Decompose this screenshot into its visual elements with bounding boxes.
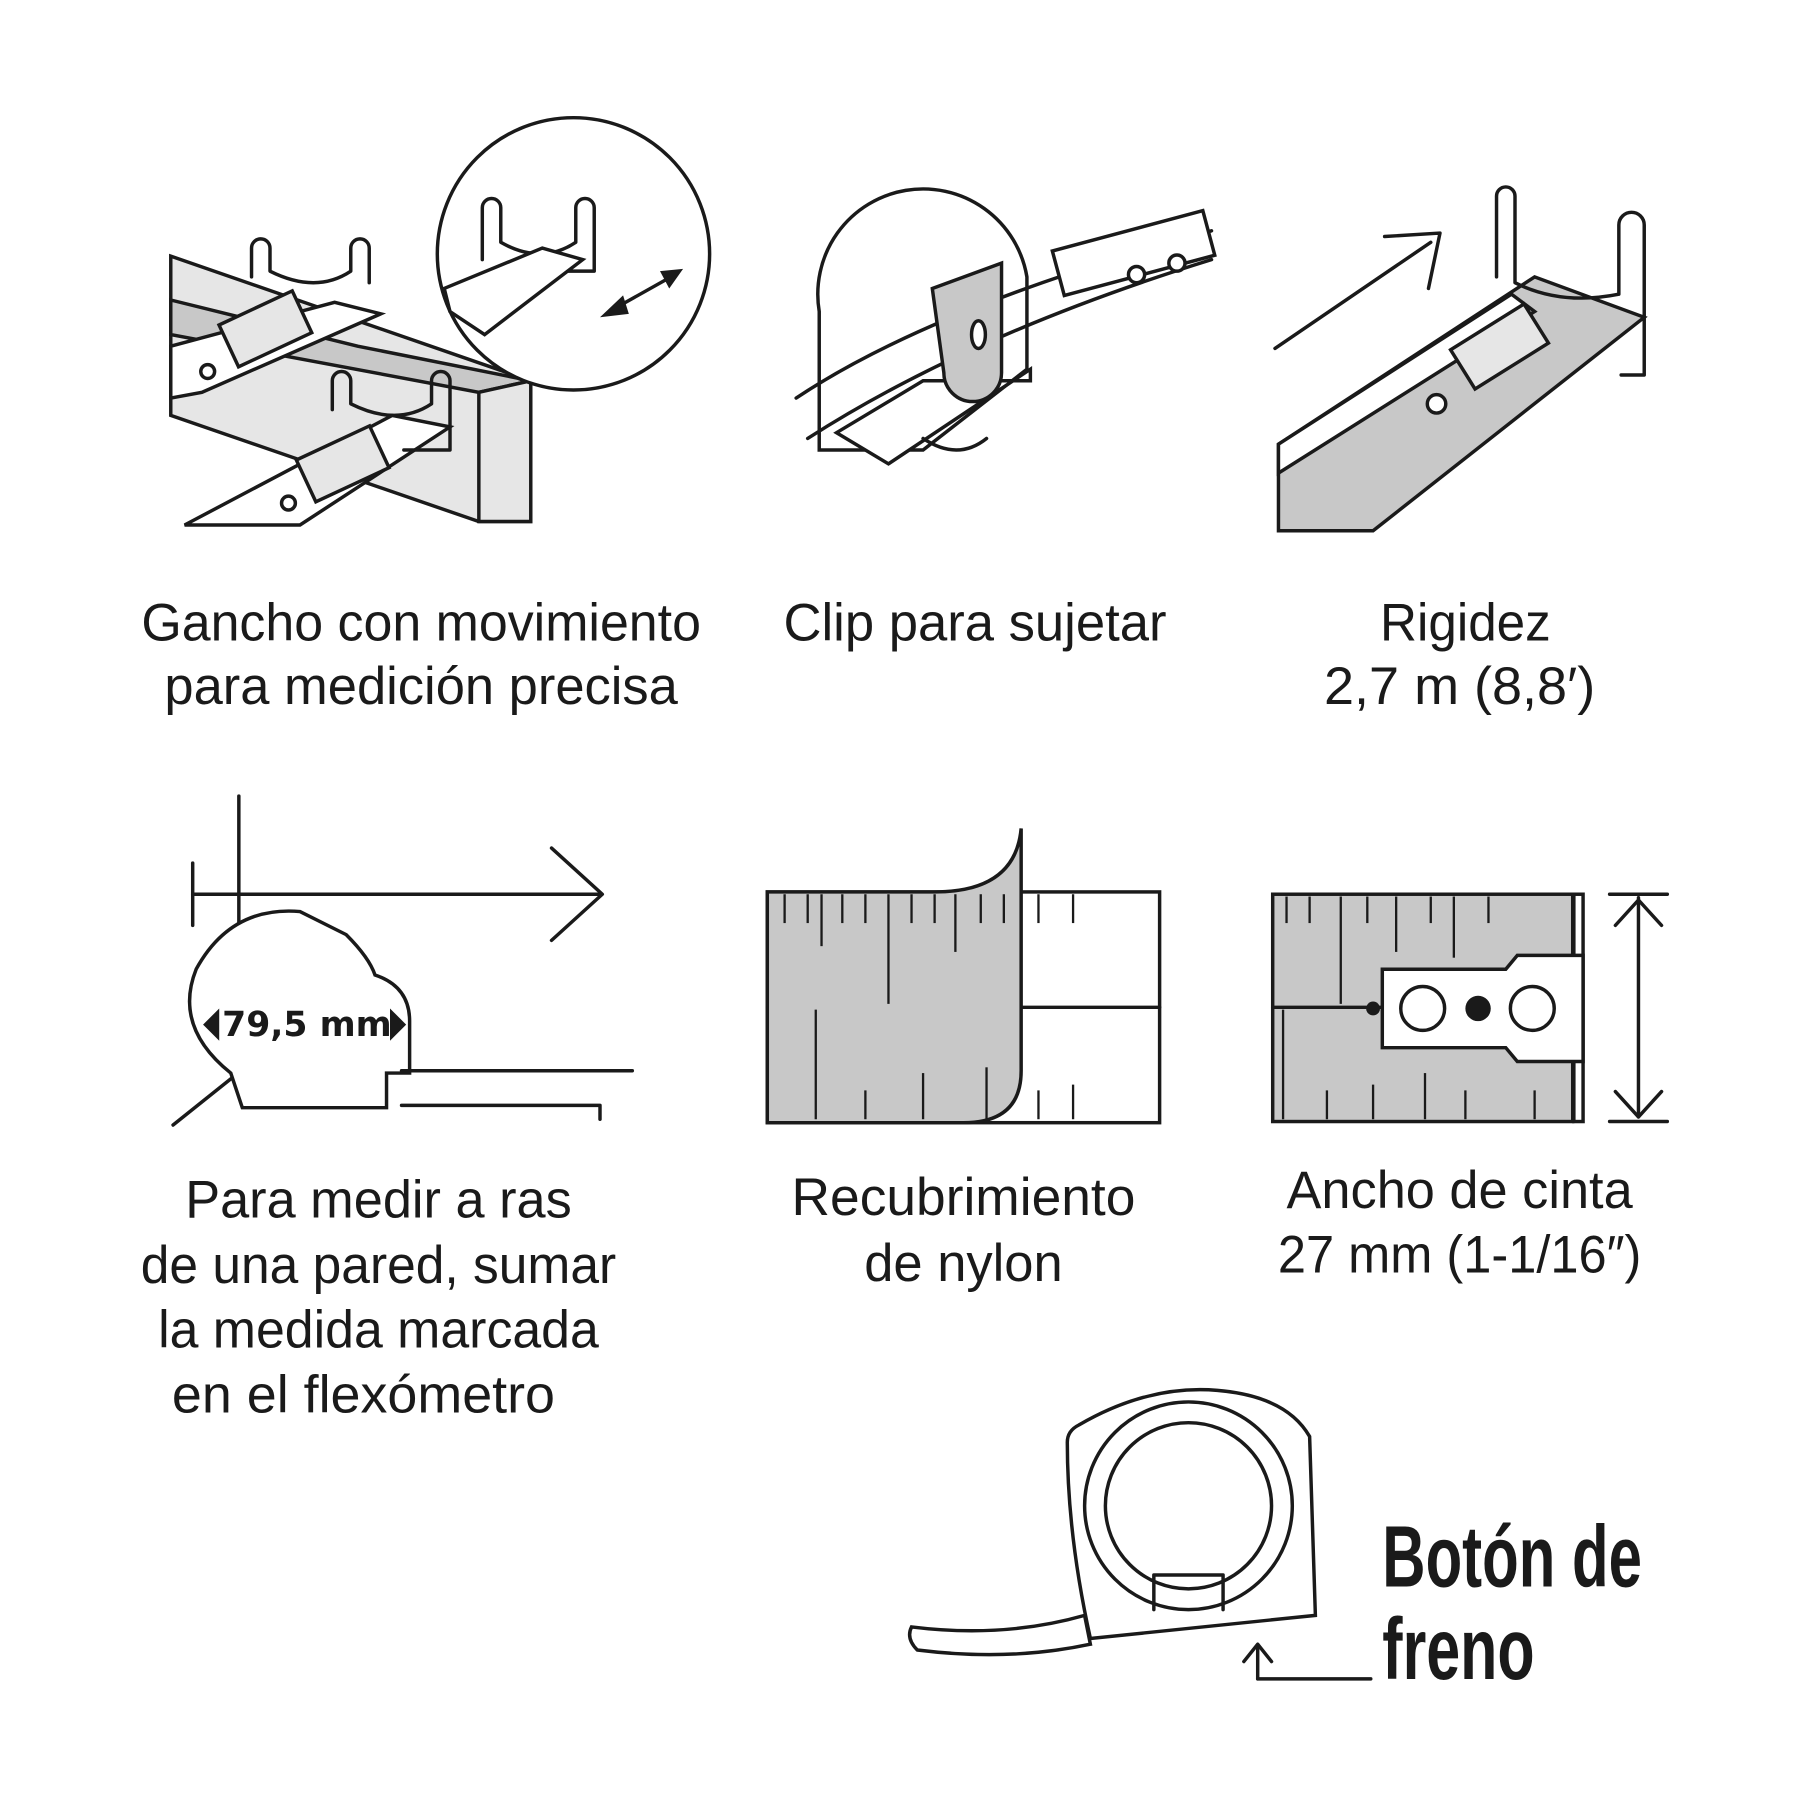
caption-line: en el flexómetro — [172, 1365, 555, 1424]
caption-line: Botón de — [1382, 1508, 1642, 1606]
caption-line: freno — [1382, 1600, 1534, 1698]
caption-line: la medida marcada — [158, 1301, 599, 1360]
coating-illustration — [765, 828, 1162, 1125]
brake-illustration — [907, 1387, 1373, 1681]
caption-hook: Gancho con movimiento para medición prec… — [141, 593, 701, 715]
caption-line: Clip para sujetar — [783, 593, 1166, 652]
caption-line: de nylon — [864, 1234, 1062, 1293]
caption-rigidity: Rigidez 2,7 m (8,8′) — [1324, 593, 1595, 715]
caption-coating: Recubrimiento de nylon — [792, 1168, 1136, 1293]
caption-line: Para medir a ras — [185, 1170, 572, 1229]
caption-line: Ancho de cinta — [1287, 1161, 1634, 1220]
caption-line: 2,7 m (8,8′) — [1324, 657, 1595, 716]
caption-flush: Para medir a ras de una pared, sumar la … — [141, 1170, 616, 1424]
clip-illustration — [794, 187, 1217, 466]
caption-brake: Botón de freno — [1382, 1508, 1642, 1698]
caption-line: de una pared, sumar — [141, 1236, 616, 1295]
caption-line: Rigidez — [1380, 593, 1551, 652]
rigidity-illustration — [1273, 185, 1648, 533]
caption-line: para medición precisa — [164, 657, 678, 716]
caption-line: Recubrimiento — [792, 1168, 1136, 1227]
caption-line: Gancho con movimiento — [141, 593, 701, 652]
caption-clip: Clip para sujetar — [783, 593, 1166, 652]
caption-line: 27 mm (1-1/16″) — [1278, 1226, 1641, 1285]
width-illustration — [1270, 892, 1670, 1124]
hook-illustration — [169, 115, 712, 527]
flush-illustration: 79,5 mm — [171, 794, 635, 1127]
caption-width: Ancho de cinta 27 mm (1-1/16″) — [1278, 1161, 1641, 1285]
measurement-label: 79,5 mm — [222, 1005, 392, 1045]
